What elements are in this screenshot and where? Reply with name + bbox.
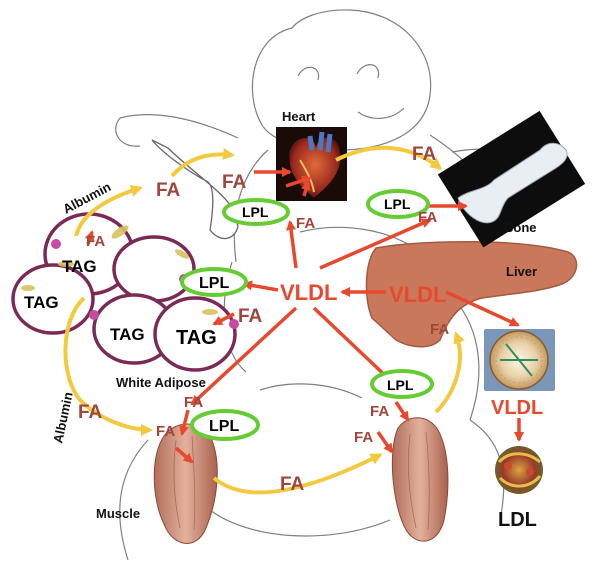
fa-label-adipose: FA (86, 233, 105, 250)
fa-label-muscle-right: FA (354, 429, 373, 446)
fa-label-heart-lpl: FA (296, 215, 315, 232)
bone-fragment-left-icon (151, 139, 239, 240)
heart-icon (276, 127, 347, 201)
heart-label: Heart (282, 109, 316, 124)
vldl-label-center: VLDL (280, 280, 337, 305)
fa-label-muscle-to-muscle: FA (280, 474, 305, 495)
fa-flow-arrows (63, 145, 465, 495)
fa-label-muscle-left: FA (156, 423, 175, 440)
fa-label-muscle-left-top: FA (184, 394, 203, 411)
ldl-label: LDL (498, 509, 537, 531)
tag-label-4: TAG (176, 327, 217, 349)
lpl-label-heart: LPL (242, 204, 269, 220)
muscle-label: Muscle (96, 506, 140, 521)
liver-icon (365, 241, 578, 348)
vldl-label-liver: VLDL (389, 282, 446, 307)
albumin-top-label: Albumin (60, 179, 113, 217)
muscle-right-icon (391, 417, 449, 542)
fa-label-muscle-right-top: FA (370, 403, 389, 420)
muscle-left-icon (153, 423, 218, 544)
albumin-left-label: Albumin (50, 391, 75, 445)
white-adipose-label: White Adipose (116, 375, 206, 390)
lpl-label-bone: LPL (384, 196, 411, 212)
fa-label-albumin: FA (156, 180, 181, 201)
fa-label-heart-to-bone: FA (412, 144, 437, 165)
ldl-particle-icon (495, 446, 543, 494)
liver-label: Liver (506, 264, 537, 279)
tag-label-1: TAG (62, 257, 97, 276)
lpl-label-muscle-left: LPL (209, 418, 239, 435)
fa-label-albumin-muscle: FA (78, 402, 103, 423)
vldl-particle-icon (484, 329, 555, 391)
fa-label-bone: FA (418, 209, 437, 226)
lpl-label-adipose: LPL (199, 275, 229, 292)
bone-label: Bone (504, 220, 537, 235)
fa-label-heart-in: FA (222, 172, 247, 193)
lpl-rings (180, 189, 434, 441)
adipose-lipid-droplets (21, 225, 218, 315)
fa-label-liver: FA (430, 321, 449, 338)
vldl-label-particle: VLDL (491, 397, 543, 419)
bone-xray-icon (437, 110, 586, 248)
fa-label-adipose-lpl: FA (238, 306, 263, 327)
tag-label-2: TAG (24, 293, 59, 312)
lpl-label-muscle-right: LPL (387, 377, 414, 393)
tag-label-3: TAG (110, 325, 145, 344)
